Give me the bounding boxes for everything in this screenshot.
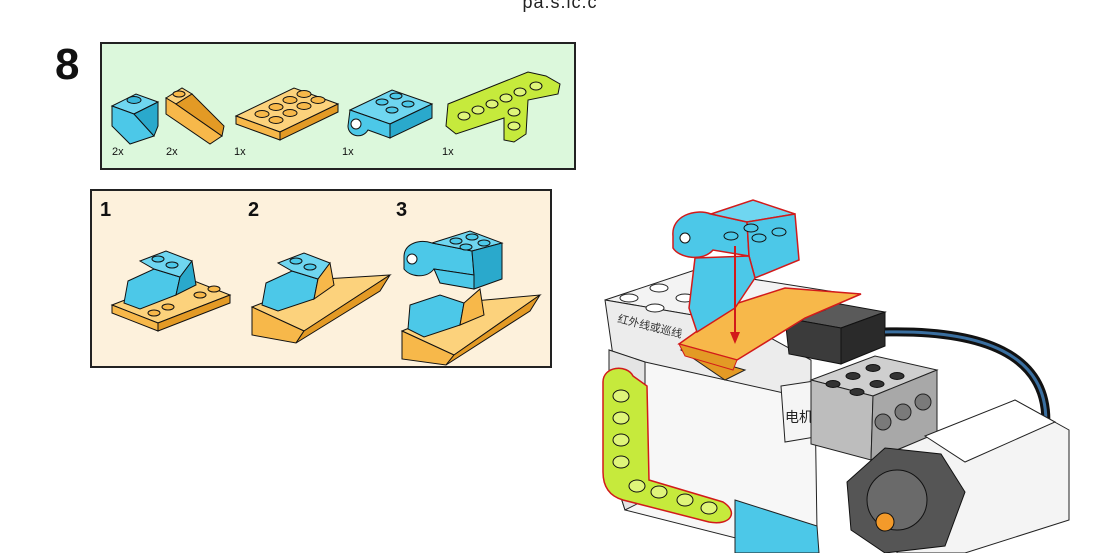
substep-3-assembly [400,230,542,366]
part-blue-slope [110,93,160,145]
substep-1-assembly [110,250,232,332]
part-lime-l-beam [445,71,561,143]
part-orange-plate [234,87,340,141]
motor-hub [846,447,966,553]
substep-label: 2 [248,199,260,221]
part-qty: 1x [234,146,246,158]
part-orange-slope [165,87,225,145]
parts-panel: 2x 2x 1x 1x 1x [100,42,576,170]
substep-label: 3 [396,199,408,221]
substep-label: 1 [100,199,112,221]
model-assembly: 红外线或巡线 电机A [602,199,1070,553]
part-qty: 1x [442,146,454,158]
substeps-panel: 1 2 3 [90,189,552,368]
part-blue-clip-plate [347,89,434,139]
part-qty: 2x [112,146,124,158]
part-qty: 1x [342,146,354,158]
cut-off-text: pa.s.ic.c [522,0,598,12]
step-number: 8 [55,40,80,89]
new-lime-l-beam [602,367,733,524]
new-blue-clip-plate [672,199,800,334]
part-qty: 2x [166,146,178,158]
substep-2-assembly [250,252,392,344]
